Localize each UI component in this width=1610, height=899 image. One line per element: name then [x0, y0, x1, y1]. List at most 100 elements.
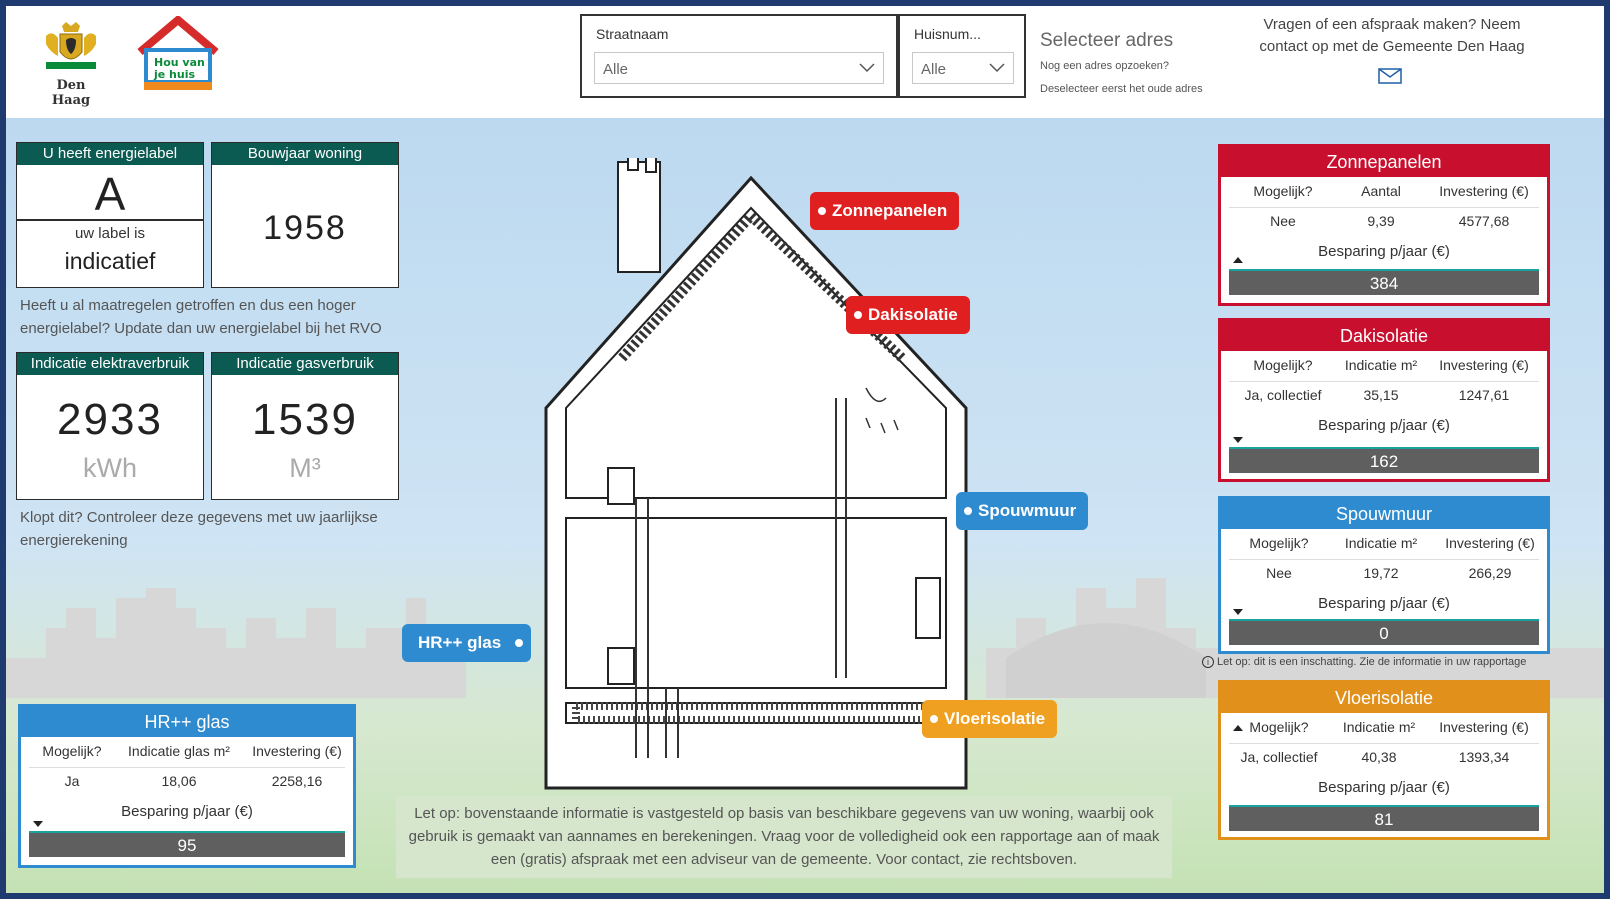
val-investering: 2258,16	[271, 773, 323, 789]
straatnaam-slicer: Straatnaam Alle	[580, 14, 898, 98]
col-indicatie: Indicatie m²	[1344, 357, 1418, 373]
val-mogelijk: Ja	[64, 773, 80, 789]
dakisolatie-panel: Dakisolatie Mogelijk? Indicatie m² Inves…	[1218, 318, 1550, 482]
val-investering: 4577,68	[1458, 213, 1510, 229]
vloerisolatie-panel-title: Vloerisolatie	[1221, 683, 1547, 713]
spouwmuur-tag[interactable]: Spouwmuur	[956, 492, 1089, 530]
col-mogelijk: Mogelijk?	[1249, 719, 1309, 735]
col-mogelijk: Mogelijk?	[1253, 357, 1313, 373]
hr-glas-tag[interactable]: HR++ glas	[402, 624, 532, 662]
besparing-label: Besparing p/jaar (€)	[1318, 243, 1450, 260]
besparing-value: 162	[1229, 447, 1539, 473]
chevron-down-icon	[859, 63, 875, 73]
zonnepanelen-panel: Zonnepanelen Mogelijk? Aantal Investerin…	[1218, 144, 1550, 306]
vloerisolatie-panel: Vloerisolatie Mogelijk? Indicatie m² Inv…	[1218, 680, 1550, 840]
val-indicatie: 19,72	[1363, 565, 1399, 581]
vloerisolatie-tag[interactable]: Vloerisolatie	[922, 700, 1058, 738]
elektra-card: Indicatie elektraverbruik 2933 kWh	[16, 352, 204, 500]
val-indicatie: 18,06	[161, 773, 197, 789]
straatnaam-dropdown[interactable]: Alle	[594, 52, 884, 84]
val-mogelijk: Ja, collectief	[1240, 749, 1318, 765]
sort-arrow-icon[interactable]	[1233, 437, 1243, 443]
energielabel-card: U heeft energielabel A uw label is indic…	[16, 142, 204, 288]
sort-arrow-icon[interactable]	[33, 821, 43, 827]
val-investering: 266,29	[1468, 565, 1512, 581]
col-aantal: Aantal	[1361, 183, 1401, 199]
huisnummer-slicer: Huisnum... Alle	[898, 14, 1026, 98]
chevron-down-icon	[989, 63, 1005, 73]
val-indicatie: 40,38	[1361, 749, 1397, 765]
huisnummer-dropdown[interactable]: Alle	[912, 52, 1014, 84]
val-indicatie: 35,15	[1363, 387, 1399, 403]
label-status: indicatief	[64, 248, 156, 274]
city-skyline	[6, 578, 1604, 698]
elektra-header: Indicatie elektraverbruik	[17, 353, 203, 375]
besparing-label: Besparing p/jaar (€)	[1318, 417, 1450, 434]
col-investering: Investering (€)	[1439, 183, 1529, 199]
besparing-value: 0	[1229, 619, 1539, 645]
label-is-text: uw label is	[74, 225, 146, 242]
val-investering: 1247,61	[1458, 387, 1510, 403]
select-address-title: Selecteer adres	[1040, 30, 1174, 51]
col-mogelijk: Mogelijk?	[42, 743, 102, 759]
val-mogelijk: Nee	[1266, 565, 1292, 581]
besparing-label: Besparing p/jaar (€)	[1318, 779, 1450, 796]
house-illustration	[544, 158, 968, 790]
sort-arrow-icon[interactable]	[1233, 609, 1243, 615]
val-mogelijk: Nee	[1270, 213, 1296, 229]
col-investering: Investering (€)	[1439, 719, 1529, 735]
col-mogelijk: Mogelijk?	[1253, 183, 1313, 199]
hou-van-je-huis-logo: Hou van je huis	[136, 14, 220, 94]
spouwmuur-panel: Spouwmuur Mogelijk? Indicatie m² Investe…	[1218, 496, 1550, 654]
den-haag-logo: Den Haag	[36, 22, 106, 108]
bouwjaar-header: Bouwjaar woning	[212, 143, 398, 165]
zonnepanelen-panel-title: Zonnepanelen	[1221, 147, 1547, 177]
col-investering: Investering (€)	[1439, 357, 1529, 373]
crest-icon	[46, 22, 96, 69]
besparing-value: 384	[1229, 269, 1539, 295]
logo-hou-text-1: Hou van	[154, 56, 205, 69]
logo-hou-text-2: je huis	[153, 68, 195, 81]
besparing-value: 81	[1229, 805, 1539, 831]
elektra-value: 2933	[57, 395, 163, 444]
dakisolatie-tag[interactable]: Dakisolatie	[846, 296, 970, 334]
select-address-hint: Nog een adres opzoeken?	[1040, 60, 1170, 72]
straatnaam-label: Straatnaam	[596, 26, 669, 42]
verbruik-note: Klopt dit? Controleer deze gegevens met …	[20, 509, 378, 549]
disclaimer: Let op: bovenstaande informatie is vastg…	[396, 796, 1172, 878]
besparing-label: Besparing p/jaar (€)	[121, 803, 253, 820]
col-indicatie: Indicatie m²	[1342, 719, 1416, 735]
huisnummer-value: Alle	[921, 61, 947, 78]
sort-arrow-icon[interactable]	[1233, 725, 1243, 731]
info-icon: i	[1202, 656, 1214, 668]
val-aantal: 9,39	[1367, 213, 1395, 229]
report-canvas: Den Haag Hou van je huis Straatnaam Alle…	[6, 6, 1604, 893]
hr-glas-panel-title: HR++ glas	[21, 707, 353, 737]
col-indicatie: Indicatie glas m²	[128, 743, 230, 759]
bouwjaar-card: Bouwjaar woning 1958	[211, 142, 399, 288]
val-investering: 1393,34	[1458, 749, 1510, 765]
sort-arrow-icon[interactable]	[1233, 257, 1243, 263]
gas-unit: M³	[289, 453, 321, 483]
col-investering: Investering (€)	[1445, 535, 1535, 551]
hr-glas-panel: HR++ glas Mogelijk? Indicatie glas m² In…	[18, 704, 356, 868]
elektra-unit: kWh	[83, 453, 137, 483]
energielabel-header: U heeft energielabel	[17, 143, 203, 165]
dakisolatie-panel-title: Dakisolatie	[1221, 321, 1547, 351]
huisnummer-label: Huisnum...	[914, 26, 981, 42]
den-haag-wordmark: Den Haag	[51, 78, 91, 108]
deselect-hint: Deselecteer eerst het oude adres	[1040, 83, 1203, 95]
zonnepanelen-tag[interactable]: Zonnepanelen	[810, 192, 960, 230]
straatnaam-value: Alle	[603, 61, 629, 78]
gas-header: Indicatie gasverbruik	[212, 353, 398, 375]
bouwjaar-value: 1958	[263, 209, 347, 247]
gas-value: 1539	[252, 395, 358, 444]
header: Den Haag Hou van je huis Straatnaam Alle…	[6, 6, 1604, 122]
contact-text: Vragen of een afspraak maken? Neem conta…	[1259, 16, 1525, 55]
mail-icon[interactable]	[1378, 68, 1402, 84]
besparing-label: Besparing p/jaar (€)	[1318, 595, 1450, 612]
besparing-value: 95	[29, 831, 345, 857]
gas-card: Indicatie gasverbruik 1539 M³	[211, 352, 399, 500]
energielabel-value: A	[17, 165, 203, 221]
